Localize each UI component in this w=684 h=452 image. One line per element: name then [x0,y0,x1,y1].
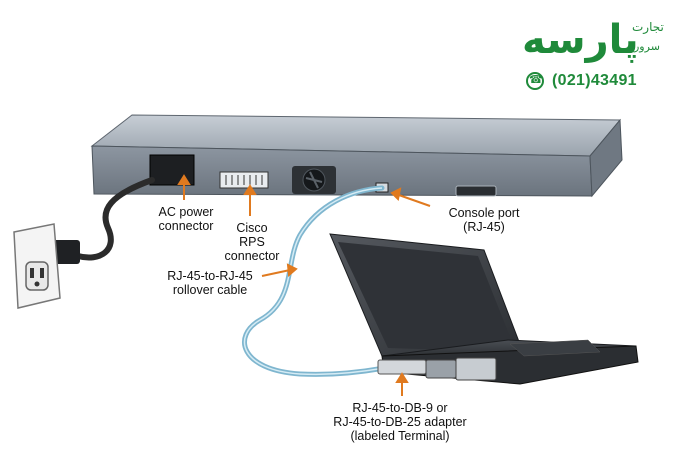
adapter-label-line1: RJ-45-to-DB-9 or [352,401,448,415]
console-port-label-line1: Console port [448,206,520,220]
laptop [329,233,639,385]
cisco-rps-label-line3: connector [224,249,280,263]
rollover-label-line2: rollover cable [172,283,248,297]
adapter-label-line3: (labeled Terminal) [350,429,450,443]
wall-outlet [13,223,61,309]
phone-row: (021)43491 [526,70,637,92]
console-port-label: Console port (RJ-45) [434,206,534,234]
console-port-label-line2: (RJ-45) [463,220,505,234]
db-adapter [377,357,497,381]
ac-power-label: AC power connector [146,205,226,233]
brand-watermark: پارسه تجارت سرور (021)43491 [522,14,674,100]
arrow-rollover [261,269,291,277]
phone-icon [526,72,544,90]
cisco-rps-label-line2: RPS [239,235,265,249]
ac-power-label-line2: connector [158,219,214,233]
arrow-console-port [395,193,431,207]
brand-name: پارسه [522,17,639,63]
cisco-rps-label: Cisco RPS connector [222,221,282,263]
rollover-label-line1: RJ-45-to-RJ-45 [167,269,253,283]
db-port [455,185,497,197]
phone-number: (021)43491 [552,72,637,89]
rollover-cable-highlight [243,187,396,376]
brand-tagline-top: تجارت [632,20,664,34]
brand-tagline-bottom: سرور [634,40,660,53]
switch-chassis [90,114,623,198]
adapter-label: RJ-45-to-DB-9 or RJ-45-to-DB-25 adapter … [320,401,480,443]
power-cord [75,177,155,261]
rollover-label: RJ-45-to-RJ-45 rollover cable [158,269,262,297]
adapter-label-line2: RJ-45-to-DB-25 adapter [333,415,467,429]
ac-power-label-line1: AC power [158,205,214,219]
cisco-rps-label-line1: Cisco [236,221,268,235]
